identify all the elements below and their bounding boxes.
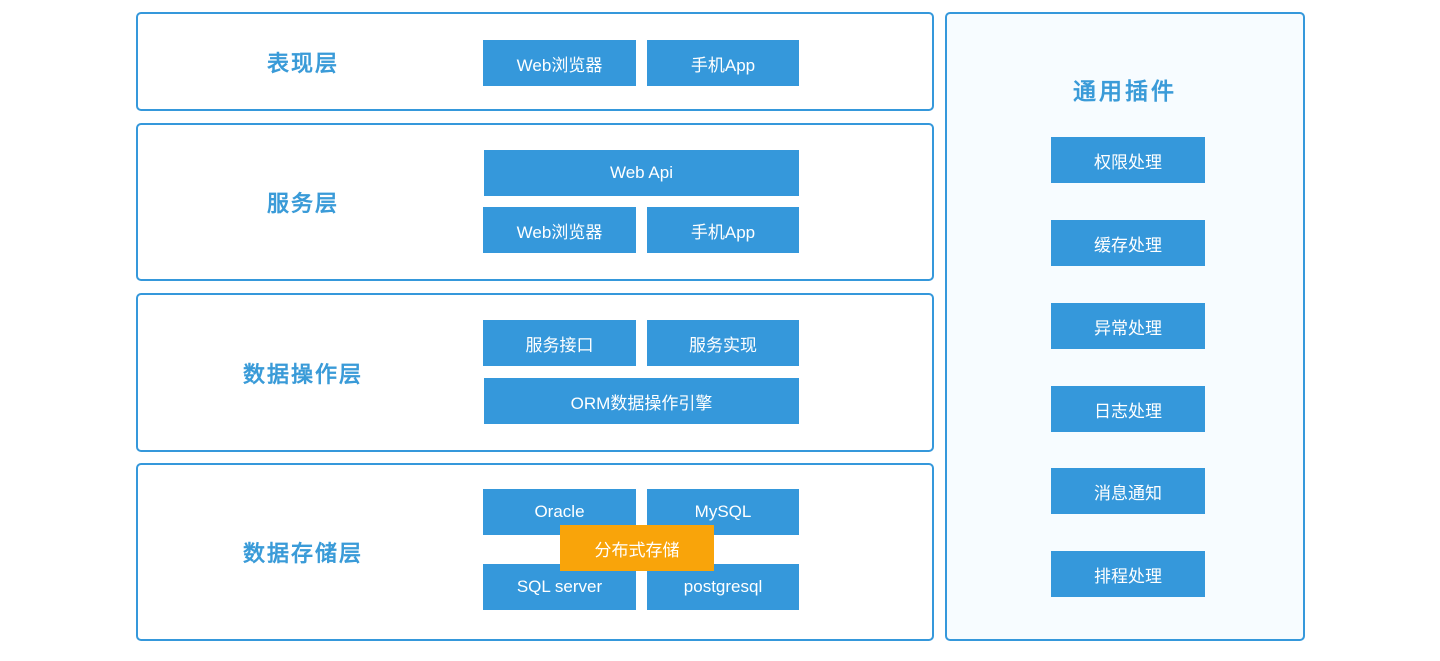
- node-oracle: Oracle: [483, 489, 636, 535]
- node-web-api: Web Api: [484, 150, 799, 196]
- node-cache-handling: 缓存处理: [1051, 220, 1205, 266]
- node-mobile-app: 手机App: [647, 207, 799, 253]
- layer-presentation: 表现层 Web浏览器 手机App: [136, 12, 934, 111]
- node-orm-engine: ORM数据操作引擎: [484, 378, 799, 424]
- node-service-implementation: 服务实现: [647, 320, 799, 366]
- layer-title-presentation: 表现层: [266, 50, 339, 76]
- node-web-browser: Web浏览器: [483, 40, 636, 86]
- node-mobile-app: 手机App: [647, 40, 799, 86]
- node-distributed-storage: 分布式存储: [560, 525, 714, 571]
- layer-service: 服务层 Web Api Web浏览器 手机App: [136, 123, 934, 281]
- layer-data-storage: 数据存储层 Oracle MySQL SQL server postgresql…: [136, 463, 934, 641]
- node-exception-handling: 异常处理: [1051, 303, 1205, 349]
- layer-title-data-operation: 数据操作层: [242, 361, 363, 387]
- layer-title-data-storage: 数据存储层: [242, 541, 363, 566]
- node-postgresql: postgresql: [647, 564, 799, 610]
- node-sql-server: SQL server: [483, 564, 636, 610]
- node-schedule-handling: 排程处理: [1051, 551, 1205, 597]
- node-message-notification: 消息通知: [1051, 468, 1205, 514]
- layer-title-service: 服务层: [266, 191, 339, 216]
- node-permission-handling: 权限处理: [1051, 137, 1205, 183]
- node-service-interface: 服务接口: [483, 320, 636, 366]
- node-web-browser: Web浏览器: [483, 207, 636, 253]
- layer-data-operation: 数据操作层 服务接口 服务实现 ORM数据操作引擎: [136, 293, 934, 452]
- plugins-panel-title: 通用插件: [1073, 78, 1177, 104]
- node-log-handling: 日志处理: [1051, 386, 1205, 432]
- plugins-panel: 通用插件 权限处理 缓存处理 异常处理 日志处理 消息通知 排程处理: [945, 12, 1305, 641]
